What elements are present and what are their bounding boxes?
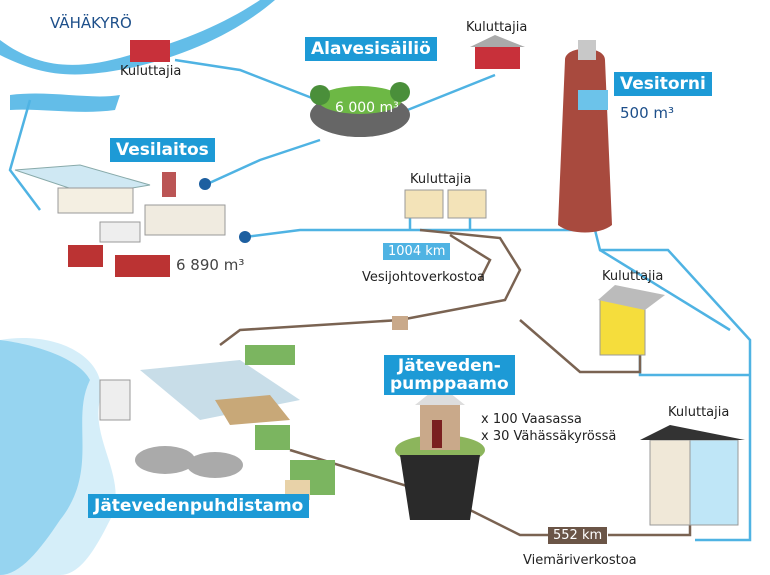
pump-icon <box>199 178 211 190</box>
lake <box>10 93 120 112</box>
reservoir-volume: 6 000 m³ <box>335 100 399 116</box>
tower-volume: 500 m³ <box>620 104 675 122</box>
reservoir-graphic <box>310 82 410 137</box>
consumers-label-north: Kuluttajia <box>466 20 528 35</box>
consumers-label-houses: Kuluttajia <box>410 172 472 187</box>
pumping-count-vahakyro: x 30 Vähässäkyrössä <box>481 429 617 444</box>
apartment-buildings <box>598 285 745 526</box>
pump-icon <box>239 231 251 243</box>
pumping-station-title: Jäteveden- pumppaamo <box>384 355 515 395</box>
pumping-station-graphic <box>392 316 485 520</box>
pumping-station-title-line1: Jäteveden- <box>397 356 501 376</box>
sewer-network-length: 552 km <box>548 527 608 544</box>
treatment-plant-graphic <box>99 345 335 500</box>
consumers-label-apartment: Kuluttajia <box>602 269 664 284</box>
treatment-plant-title: Jätevedenpuhdistamo <box>88 494 310 518</box>
pumping-count-vaasa: x 100 Vaasassa <box>481 412 582 427</box>
sewer-pipes <box>219 228 692 537</box>
waterworks-title: Vesilaitos <box>110 138 215 162</box>
waterworks-volume: 6 890 m³ <box>176 256 245 274</box>
town-label: VÄHÄKYRÖ <box>50 14 132 32</box>
sea-shallows <box>0 338 116 575</box>
water-tower-graphic <box>558 40 612 233</box>
consumers-label-tower-block: Kuluttajia <box>668 405 730 420</box>
consumers-label-vahakyro: Kuluttajia <box>120 64 182 79</box>
tower-title: Vesitorni <box>614 72 712 96</box>
pumping-station-title-line2: pumppaamo <box>390 374 509 394</box>
water-network-label: Vesijohtoverkostoa <box>362 270 485 285</box>
consumer-houses <box>130 35 525 219</box>
reservoir-title: Alavesisäiliö <box>305 37 437 61</box>
water-network-length: 1004 km <box>383 243 451 260</box>
sewer-network-label: Viemäriverkostoa <box>523 553 637 568</box>
waterworks-buildings <box>14 164 251 277</box>
